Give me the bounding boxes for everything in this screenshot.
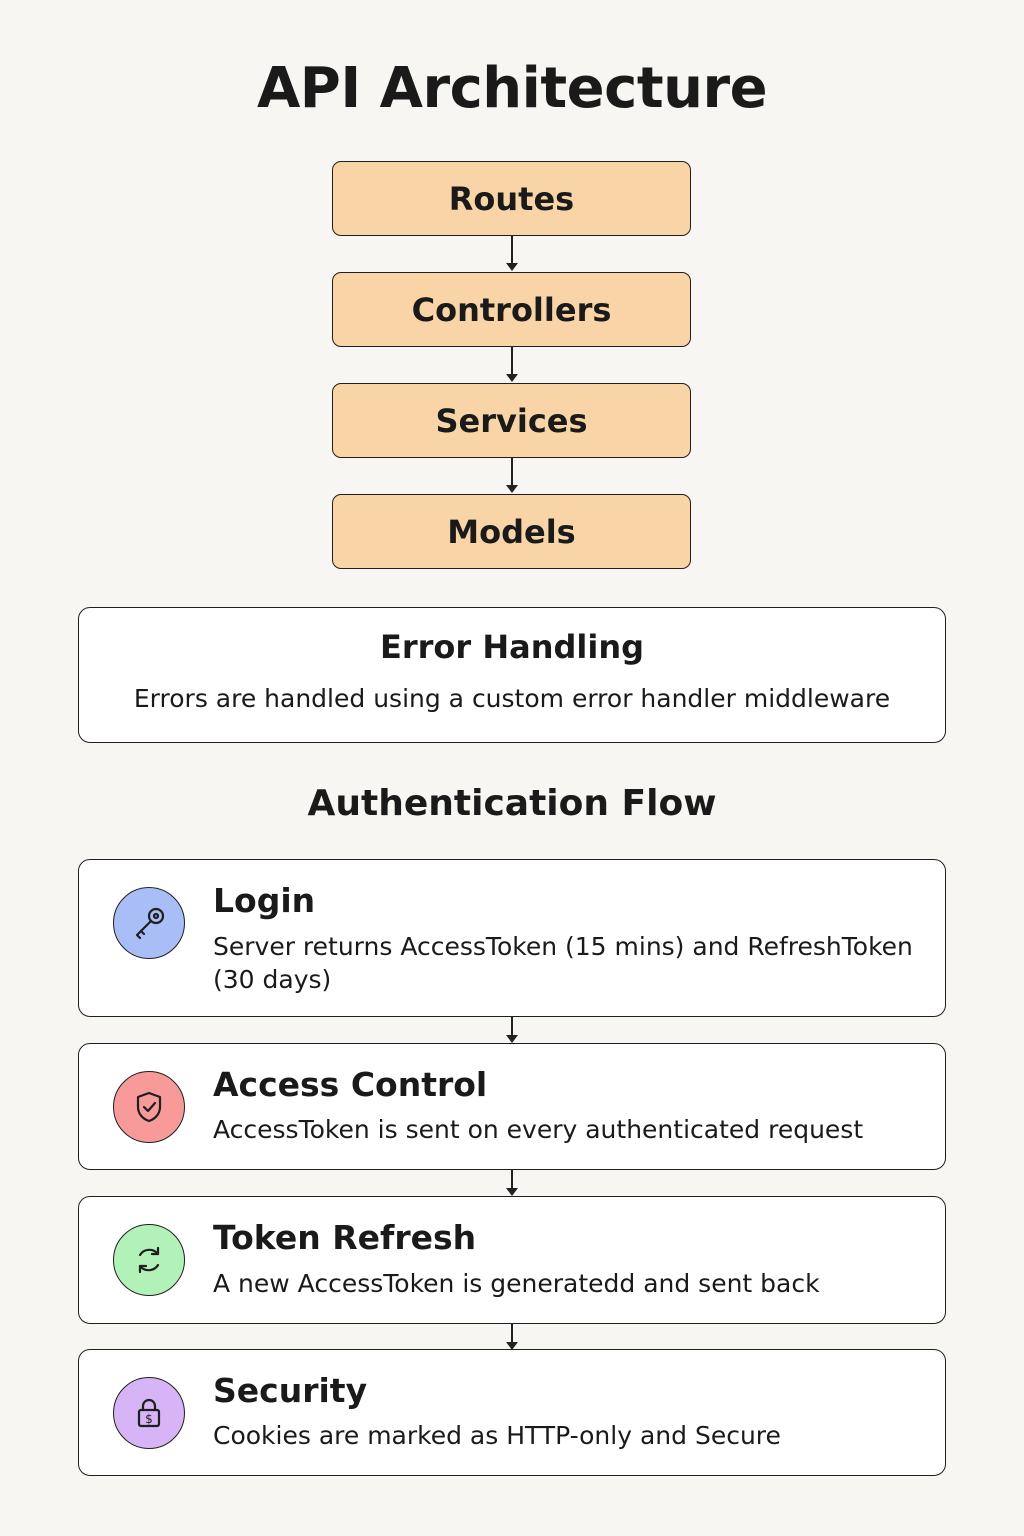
arrow-down-icon (506, 374, 518, 382)
connector-line (511, 458, 513, 485)
step-description-security: Cookies are marked as HTTP-only and Secu… (213, 1421, 781, 1450)
layer-label: Controllers (411, 290, 612, 329)
refresh-icon (113, 1224, 185, 1296)
svg-text:$: $ (145, 1412, 153, 1426)
layer-services: Services (332, 383, 691, 458)
connector-line (511, 347, 513, 374)
arrow-down-icon (506, 1035, 518, 1043)
layer-label: Services (435, 401, 588, 440)
layer-label: Routes (448, 179, 575, 218)
step-card-security (78, 1349, 946, 1476)
error-handling-description: Errors are handled using a custom error … (133, 684, 891, 713)
error-handling-title: Error Handling (379, 628, 644, 666)
connector-line (511, 1170, 513, 1188)
step-title-security: Security (213, 1371, 368, 1410)
page-title: API Architecture (256, 56, 768, 121)
step-title-login: Login (213, 881, 316, 920)
arrow-down-icon (506, 485, 518, 493)
step-description-access-control: AccessToken is sent on every authenticat… (213, 1115, 864, 1144)
step-card-login (78, 859, 946, 1017)
step-title-token-refresh: Token Refresh (213, 1218, 477, 1257)
step-card-access-control (78, 1043, 946, 1170)
layer-label: Models (447, 512, 576, 551)
error-handling-card (78, 607, 946, 743)
shield-check-icon (113, 1071, 185, 1143)
step-card-token-refresh (78, 1196, 946, 1324)
layer-models: Models (332, 494, 691, 569)
lock-dollar-icon: $ (113, 1377, 185, 1449)
layer-controllers: Controllers (332, 272, 691, 347)
connector-line (511, 236, 513, 263)
step-description-login: Server returns AccessToken (15 mins) and… (213, 932, 913, 994)
step-title-access-control: Access Control (213, 1065, 488, 1104)
arrow-down-icon (506, 263, 518, 271)
connector-line (511, 1324, 513, 1342)
connector-line (511, 1017, 513, 1035)
auth-flow-title: Authentication Flow (307, 783, 717, 824)
step-description-token-refresh: A new AccessToken is generatedd and sent… (213, 1269, 820, 1298)
arrow-down-icon (506, 1188, 518, 1196)
arrow-down-icon (506, 1342, 518, 1350)
layer-routes: Routes (332, 161, 691, 236)
key-icon (113, 887, 185, 959)
